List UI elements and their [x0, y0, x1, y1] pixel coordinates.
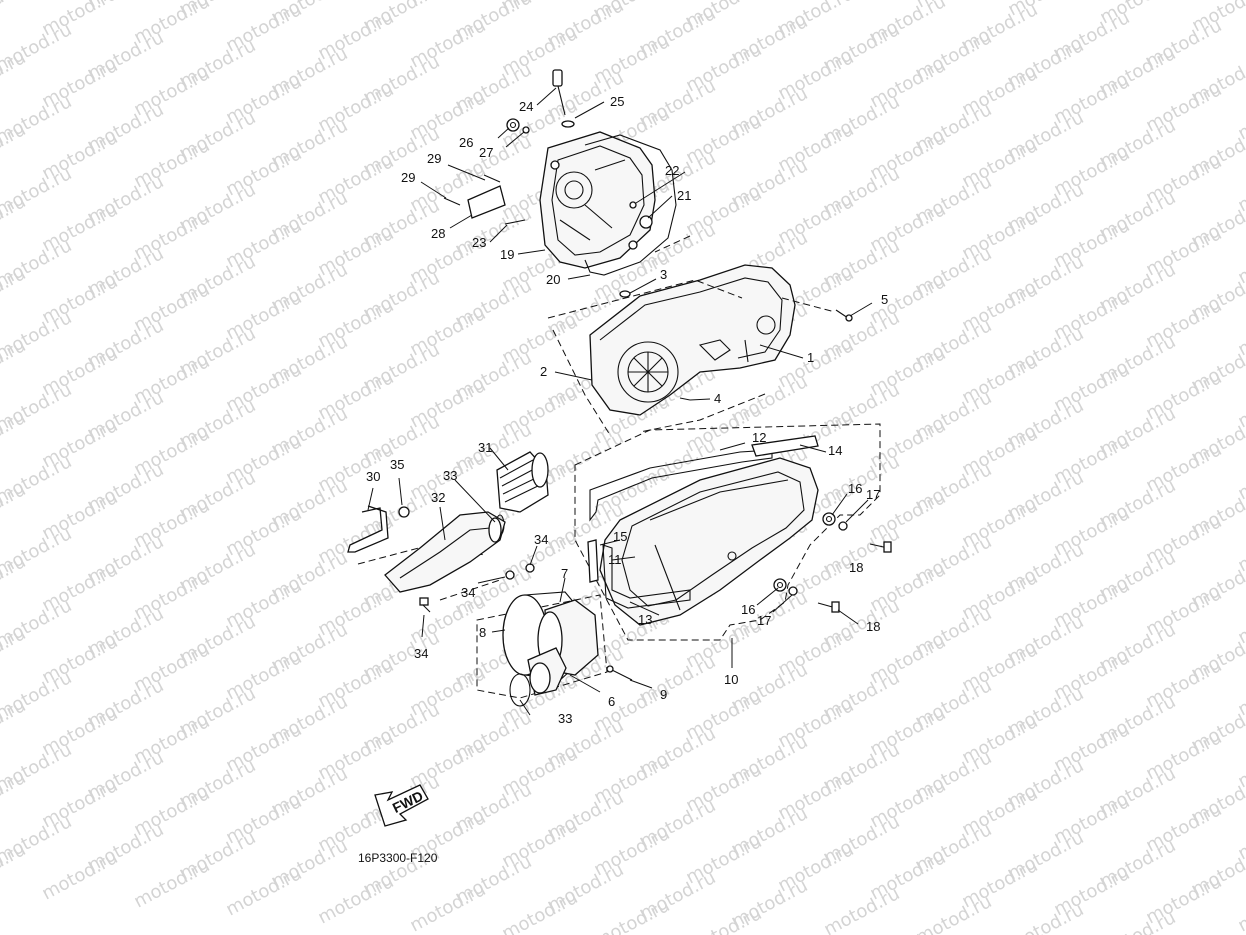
callout-30: 30 — [366, 469, 380, 484]
callout-9: 9 — [660, 687, 667, 702]
callout-18a: 18 — [849, 560, 863, 575]
callout-27: 27 — [479, 145, 493, 160]
callout-5: 5 — [881, 292, 888, 307]
duct-joint-part-31 — [496, 451, 549, 513]
callout-14: 14 — [828, 443, 842, 458]
callout-1: 1 — [807, 350, 814, 365]
callout-33b: 33 — [558, 711, 572, 726]
small-parts-duct — [398, 506, 535, 613]
watermark-text: motod.ru — [314, 871, 397, 928]
callout-29a: 29 — [427, 151, 441, 166]
callout-3: 3 — [660, 267, 667, 282]
callout-13: 13 — [638, 612, 652, 627]
watermark-text: motod.ru — [498, 887, 581, 935]
leader-lines — [367, 87, 873, 716]
callout-17a: 17 — [866, 487, 880, 502]
callout-2: 2 — [540, 364, 547, 379]
seal-part-15 — [587, 539, 599, 583]
bolts-parts-16-17-18 — [773, 512, 892, 613]
callout-21: 21 — [677, 188, 691, 203]
watermark-text: motod.ru — [590, 895, 673, 935]
watermark-text: motod.ru — [912, 891, 995, 935]
watermark-text: motod.ru — [130, 855, 213, 912]
callout-15: 15 — [613, 529, 627, 544]
callout-33a: 33 — [443, 468, 457, 483]
bolt-part-9 — [606, 665, 633, 681]
callout-6: 6 — [608, 694, 615, 709]
callout-labels: 1 2 3 4 5 6 7 8 9 10 11 12 13 14 15 16 1… — [366, 94, 888, 726]
callout-26: 26 — [459, 135, 473, 150]
gasket-part-12 — [589, 449, 773, 522]
watermark-text: motod.ru — [682, 903, 765, 935]
bracket-part-30 — [347, 505, 389, 553]
callout-24: 24 — [519, 99, 533, 114]
watermark-text: motod.ru — [0, 0, 29, 32]
callout-34c: 34 — [414, 646, 428, 661]
clamp-part-33-lower — [509, 673, 531, 707]
watermark-text: motod.ru — [406, 879, 489, 935]
seal-part-14 — [751, 435, 819, 457]
small-parts-upper — [443, 118, 653, 229]
callout-18b: 18 — [866, 619, 880, 634]
watermark-text: motod.ru — [1234, 879, 1246, 935]
callout-7: 7 — [561, 566, 568, 581]
gasket-part-13 — [602, 544, 691, 609]
callout-28: 28 — [431, 226, 445, 241]
callout-32: 32 — [431, 490, 445, 505]
callout-12: 12 — [752, 430, 766, 445]
callout-25: 25 — [610, 94, 624, 109]
callout-35: 35 — [390, 457, 404, 472]
watermark-text: motod.ru — [820, 883, 903, 935]
drawing-code: 16P3300-F120 — [358, 851, 438, 865]
callout-16a: 16 — [848, 481, 862, 496]
callout-19: 19 — [500, 247, 514, 262]
callout-4: 4 — [714, 391, 721, 406]
callout-29b: 29 — [401, 170, 415, 185]
oil-level-gauge-part-24 — [552, 69, 575, 128]
crankcase-cover-part-19 — [539, 131, 656, 269]
callout-34a: 34 — [534, 532, 548, 547]
watermark-text: motod.ru — [222, 863, 305, 920]
callout-23: 23 — [472, 235, 486, 250]
duct-part-6 — [527, 647, 567, 696]
callout-10: 10 — [724, 672, 738, 687]
bolts-parts-3-4-5 — [619, 290, 853, 401]
callout-34b: 34 — [461, 585, 475, 600]
watermark-text: motod.ru — [1096, 907, 1179, 935]
callout-22: 22 — [665, 163, 679, 178]
callout-31: 31 — [478, 440, 492, 455]
watermark-text: motod.ru — [1004, 899, 1087, 935]
air-duct-part-32 — [384, 511, 506, 593]
watermark-text: motod.ru — [38, 847, 121, 904]
callout-20: 20 — [546, 272, 560, 287]
gasket-part-20 — [584, 134, 677, 276]
callout-8: 8 — [479, 625, 486, 640]
crankcase-cover-part-1 — [589, 264, 796, 416]
callout-17b: 17 — [757, 613, 771, 628]
callout-11: 11 — [608, 552, 622, 567]
callout-16b: 16 — [741, 602, 755, 617]
